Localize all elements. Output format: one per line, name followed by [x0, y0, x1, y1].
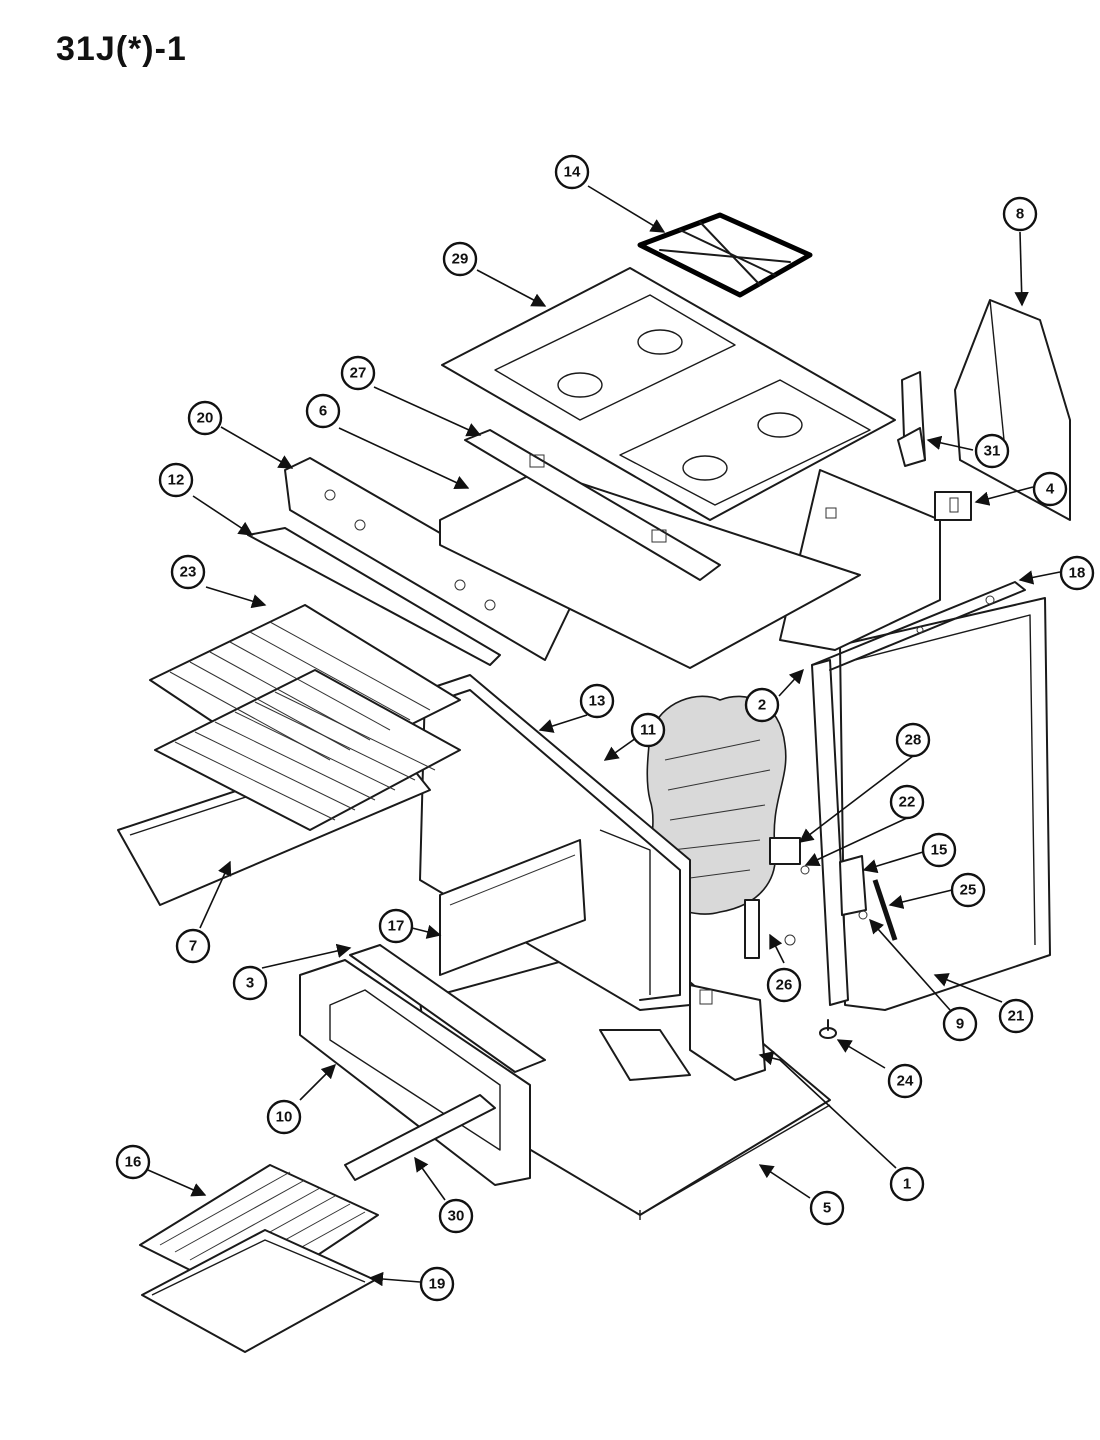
svg-text:11: 11 [640, 722, 656, 739]
svg-text:10: 10 [276, 1109, 293, 1126]
callout-8: 8 [1002, 196, 1038, 232]
callout-7: 7 [175, 928, 211, 964]
callout-22: 22 [889, 784, 925, 820]
callout-31: 31 [974, 433, 1010, 469]
svg-text:29: 29 [452, 251, 469, 268]
callout-11: 11 [630, 712, 666, 748]
broiler-shield [439, 839, 586, 976]
callout-24: 24 [887, 1063, 923, 1099]
callout-10: 10 [266, 1099, 302, 1135]
svg-text:9: 9 [956, 1016, 964, 1033]
callout-9: 9 [942, 1006, 978, 1042]
callout-16: 16 [115, 1144, 151, 1180]
callout-23: 23 [170, 554, 206, 590]
svg-text:19: 19 [429, 1276, 446, 1293]
svg-text:8: 8 [1016, 206, 1024, 223]
svg-text:4: 4 [1046, 481, 1055, 498]
svg-text:14: 14 [564, 164, 581, 181]
svg-text:17: 17 [388, 918, 405, 935]
svg-text:15: 15 [931, 842, 948, 859]
callout-21: 21 [998, 998, 1034, 1034]
door-hinge [769, 837, 810, 875]
callout-29: 29 [442, 241, 478, 277]
callout-15: 15 [921, 832, 957, 868]
leveling-leg [819, 1019, 837, 1039]
diagram-title: 31J(*)-1 [56, 30, 187, 68]
svg-text:20: 20 [197, 410, 214, 427]
door-spring [744, 899, 796, 959]
svg-text:30: 30 [448, 1208, 465, 1225]
svg-text:22: 22 [899, 794, 916, 811]
cooktop [441, 267, 896, 521]
callout-4: 4 [1032, 471, 1068, 507]
burner-grate [637, 212, 813, 298]
callout-12: 12 [158, 462, 194, 498]
callout-25: 25 [950, 872, 986, 908]
svg-text:1: 1 [903, 1176, 911, 1193]
callout-20: 20 [187, 400, 223, 436]
manifold-rail [247, 527, 501, 666]
svg-text:24: 24 [897, 1073, 914, 1090]
callout-2: 2 [744, 687, 780, 723]
svg-text:7: 7 [189, 938, 197, 955]
terminal-block [934, 491, 972, 521]
front-frame [811, 581, 1026, 1006]
svg-text:27: 27 [350, 365, 367, 382]
control-panel [284, 457, 571, 661]
manifold-bracket [464, 429, 721, 581]
svg-text:21: 21 [1008, 1008, 1025, 1025]
callout-14: 14 [554, 154, 590, 190]
svg-text:2: 2 [758, 697, 766, 714]
callout-27: 27 [340, 355, 376, 391]
svg-text:25: 25 [960, 882, 977, 899]
callout-3: 3 [232, 965, 268, 1001]
drawer-track [349, 944, 546, 1073]
svg-text:18: 18 [1069, 565, 1086, 582]
svg-text:26: 26 [776, 977, 793, 994]
burner-box [439, 469, 861, 669]
callout-17: 17 [378, 908, 414, 944]
callout-18: 18 [1059, 555, 1095, 591]
callout-5: 5 [809, 1190, 845, 1226]
svg-text:5: 5 [823, 1200, 831, 1217]
svg-text:28: 28 [905, 732, 922, 749]
svg-text:12: 12 [168, 472, 185, 489]
callout-1: 1 [889, 1166, 925, 1202]
callout-6: 6 [305, 393, 341, 429]
svg-text:13: 13 [589, 693, 606, 710]
oven-racks [149, 604, 461, 831]
side-panel [839, 597, 1051, 1011]
latch-assembly [839, 855, 898, 941]
svg-text:3: 3 [246, 975, 254, 992]
svg-text:31: 31 [984, 443, 1001, 460]
control-box [599, 984, 766, 1081]
callout-19: 19 [419, 1266, 455, 1302]
oven-liner [419, 674, 691, 1011]
svg-text:6: 6 [319, 403, 327, 420]
drawer-slide [344, 1094, 496, 1181]
callout-26: 26 [766, 967, 802, 1003]
callout-28: 28 [895, 722, 931, 758]
svg-text:23: 23 [180, 564, 197, 581]
svg-text:16: 16 [125, 1154, 142, 1171]
callout-13: 13 [579, 683, 615, 719]
leader-lines [147, 185, 1061, 1287]
broiler-drawer [299, 959, 531, 1186]
callout-30: 30 [438, 1198, 474, 1234]
pressure-regulator [897, 371, 926, 467]
